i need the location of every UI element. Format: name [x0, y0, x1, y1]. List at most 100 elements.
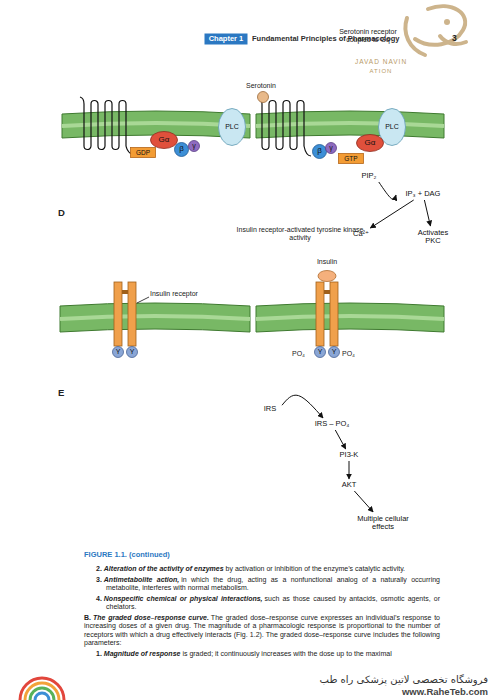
node-text: Multiple cellular effects [350, 515, 416, 532]
g-alpha-subunit-shape [151, 132, 178, 149]
item-number: 2. [96, 565, 102, 572]
watermark-text: ATION [356, 68, 406, 75]
panel-letter: D [58, 208, 72, 219]
item-number: B. [84, 614, 91, 621]
receptor-subunit [316, 282, 324, 346]
tyrosine-residue: Y [112, 346, 124, 358]
logo-arc [20, 678, 64, 700]
tyrosine-residue: Y [328, 346, 340, 358]
panel-letter: E [58, 388, 72, 399]
disulfide-bridge [122, 290, 128, 294]
insulin-molecule [318, 271, 336, 282]
signal-arrow [424, 200, 430, 226]
item-number: 4. [96, 595, 102, 602]
node-text: GDP [136, 149, 150, 156]
node-text: GTP [344, 155, 357, 162]
node-text: Y [116, 348, 121, 356]
tyrosine-residue: Y [314, 346, 326, 358]
gpcr-receptor [258, 97, 311, 156]
g-beta-subunit-shape [313, 145, 327, 159]
body-text: by activation or inhibition of the enzym… [226, 565, 406, 572]
term-heading: Alteration of the activity of enzymes [104, 565, 224, 572]
gpcr-receptor [80, 97, 138, 154]
g-gamma-subunit-shape [189, 141, 200, 152]
running-head: Fundamental Principles of Pharmacology [252, 35, 427, 44]
tyrosine-residue-shape [113, 347, 124, 358]
node-text: γ [192, 142, 196, 150]
node-text: Y [130, 348, 135, 356]
second-messenger: PIP₂ [356, 170, 382, 182]
watermark-text: JAVAD NAVIN [336, 58, 426, 65]
panel-title: Serotonin receptor coupled to Gq [332, 28, 404, 44]
phosphate-label: PO₄ [342, 350, 366, 358]
node-text: Gα [365, 139, 376, 148]
paragraph: 1.Magnitude of responseis graded; it con… [84, 650, 440, 659]
node-text: Y [332, 348, 337, 356]
node-text: Ca²⁺ [353, 230, 369, 238]
body-text: 2.Alteration of the activity of enzymesb… [84, 565, 440, 660]
panel-title: Insulin receptor-activated tyrosine kina… [234, 226, 366, 242]
watermark-text: فروشگاه تخصصی لاتین پزشکی راه طب [200, 674, 488, 686]
signal-protein: AKT [336, 479, 362, 491]
signal-arrow [379, 182, 396, 199]
figure-caption: FIGURE 1.1. (continued) [84, 551, 284, 560]
term-heading: Antimetabolite action, [104, 576, 180, 583]
paragraph: 3.Antimetabolite action,in which the dru… [84, 576, 440, 593]
signal-protein: IRS – PO₄ [306, 418, 358, 430]
gdp-box: GDP [130, 147, 156, 158]
node-text: Chapter 1 [209, 35, 244, 43]
term-heading: The graded dose–response curve. [93, 614, 209, 621]
gtp-box-shape [339, 154, 364, 164]
plc-enzyme-shape [219, 109, 246, 146]
membrane-core [256, 316, 444, 319]
serotonin-molecule [258, 92, 269, 103]
second-messenger: IP₃ + DAG [396, 188, 450, 200]
node-text: IP₃ + DAG [406, 190, 441, 198]
logo-arc [25, 683, 59, 700]
signal-protein: PI3-K [334, 449, 364, 461]
node-text: IRS – PO₄ [315, 420, 350, 428]
g-alpha-subunit-shape [357, 135, 384, 152]
cell-membrane [256, 111, 444, 138]
node-text: Y [318, 348, 323, 356]
signal-arrow [370, 200, 413, 228]
effect-label: Activates PKC [410, 226, 456, 248]
page-number: 3 [452, 34, 466, 44]
node-text: Gα [159, 136, 170, 145]
chapter-tab-shape [205, 34, 248, 45]
logo-arc [30, 688, 54, 700]
gtp-box: GTP [338, 153, 364, 164]
logo-stroke [405, 18, 425, 55]
item-number: 3. [96, 576, 102, 583]
node-text: PLC [385, 123, 399, 131]
leader-line [137, 297, 149, 303]
paragraph: B.The graded dose–response curve.The gra… [84, 614, 440, 648]
plc-enzyme: PLC [218, 108, 246, 146]
logo-arc [35, 693, 49, 700]
signal-arrow [349, 461, 350, 479]
node-text: PIP₂ [362, 172, 377, 180]
receptor-subunit [128, 282, 136, 346]
cell-membrane [256, 303, 444, 332]
body-text: is graded; it continuously increases wit… [182, 650, 391, 657]
plc-enzyme-shape [379, 109, 406, 146]
phosphate-label: PO₄ [292, 350, 316, 358]
signal-arrow [354, 491, 373, 512]
logo-dot [444, 19, 450, 25]
cell-membrane [60, 303, 250, 332]
gdp-box-shape [131, 148, 156, 158]
node-text: PI3-K [340, 451, 359, 459]
signal-arrow [282, 395, 323, 418]
term-heading: Nonspecific chemical or physical interac… [104, 595, 263, 602]
g-alpha-subunit: Gα [150, 131, 178, 149]
watermark-logo [405, 6, 466, 55]
tyrosine-residue: Y [126, 346, 138, 358]
g-gamma-subunit: γ [325, 142, 337, 154]
node-text: AKT [342, 481, 357, 489]
membrane-core [256, 123, 444, 126]
footer-banner [0, 674, 500, 700]
receptor-label: Insulin receptor [150, 290, 220, 298]
logo-stroke [415, 6, 465, 45]
tyrosine-residue-shape [127, 347, 138, 358]
